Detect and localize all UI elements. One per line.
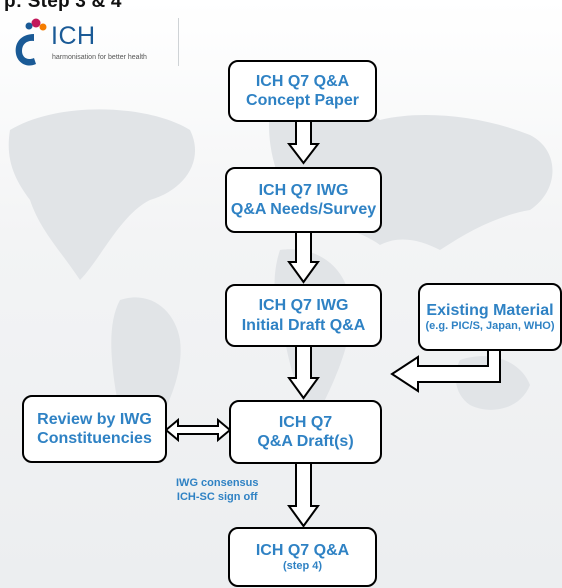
initial-draft-line2: Initial Draft Q&A bbox=[241, 316, 366, 334]
ich-logo: ICH harmonisation for better health bbox=[10, 14, 160, 70]
arrow-survey-to-initial bbox=[287, 231, 320, 284]
arrow-drafts-to-final bbox=[287, 462, 320, 528]
existing-material-line1: Existing Material bbox=[426, 301, 554, 319]
concept-paper-line1: ICH Q7 Q&A bbox=[255, 72, 350, 90]
consensus-note-line1: IWG consensus bbox=[176, 477, 259, 489]
box-initial-draft: ICH Q7 IWG Initial Draft Q&A bbox=[225, 284, 382, 347]
logo-tagline: harmonisation for better health bbox=[52, 54, 147, 61]
concept-paper-line2: Concept Paper bbox=[246, 92, 359, 109]
final-line1: ICH Q7 Q&A bbox=[255, 541, 350, 559]
needs-survey-line2: Q&A Needs/Survey bbox=[230, 201, 377, 218]
page-title-fragment: p: Step 3 & 4 bbox=[4, 0, 122, 12]
final-line2: (step 4) bbox=[282, 560, 323, 572]
review-line2: Constituencies bbox=[37, 430, 152, 447]
review-line1: Review by IWG bbox=[37, 410, 152, 428]
header-divider bbox=[178, 18, 179, 66]
box-existing-material: Existing Material (e.g. PIC/S, Japan, WH… bbox=[418, 283, 562, 351]
needs-survey-line1: ICH Q7 IWG bbox=[258, 181, 349, 199]
drafts-line2: Q&A Draft(s) bbox=[257, 433, 354, 450]
box-review-constituencies: Review by IWG Constituencies bbox=[22, 395, 167, 463]
consensus-note: IWG consensus ICH-SC sign off bbox=[176, 476, 259, 505]
arrow-concept-to-survey bbox=[286, 120, 321, 165]
box-final-qa: ICH Q7 Q&A (step 4) bbox=[228, 527, 377, 587]
initial-draft-line1: ICH Q7 IWG bbox=[258, 297, 349, 315]
arrow-initial-to-drafts bbox=[287, 345, 320, 400]
consensus-note-line2: ICH-SC sign off bbox=[176, 491, 258, 504]
box-qa-drafts: ICH Q7 Q&A Draft(s) bbox=[229, 400, 382, 464]
existing-material-line2: (e.g. PIC/S, Japan, WHO) bbox=[425, 320, 555, 332]
box-concept-paper: ICH Q7 Q&A Concept Paper bbox=[228, 60, 377, 122]
arrow-existing-to-flow bbox=[390, 347, 501, 393]
arrow-double-review-drafts bbox=[164, 417, 232, 443]
box-needs-survey: ICH Q7 IWG Q&A Needs/Survey bbox=[225, 167, 382, 233]
ich-logo-mark-icon bbox=[15, 18, 47, 66]
logo-name: ICH bbox=[51, 22, 96, 50]
drafts-line1: ICH Q7 bbox=[278, 413, 333, 431]
